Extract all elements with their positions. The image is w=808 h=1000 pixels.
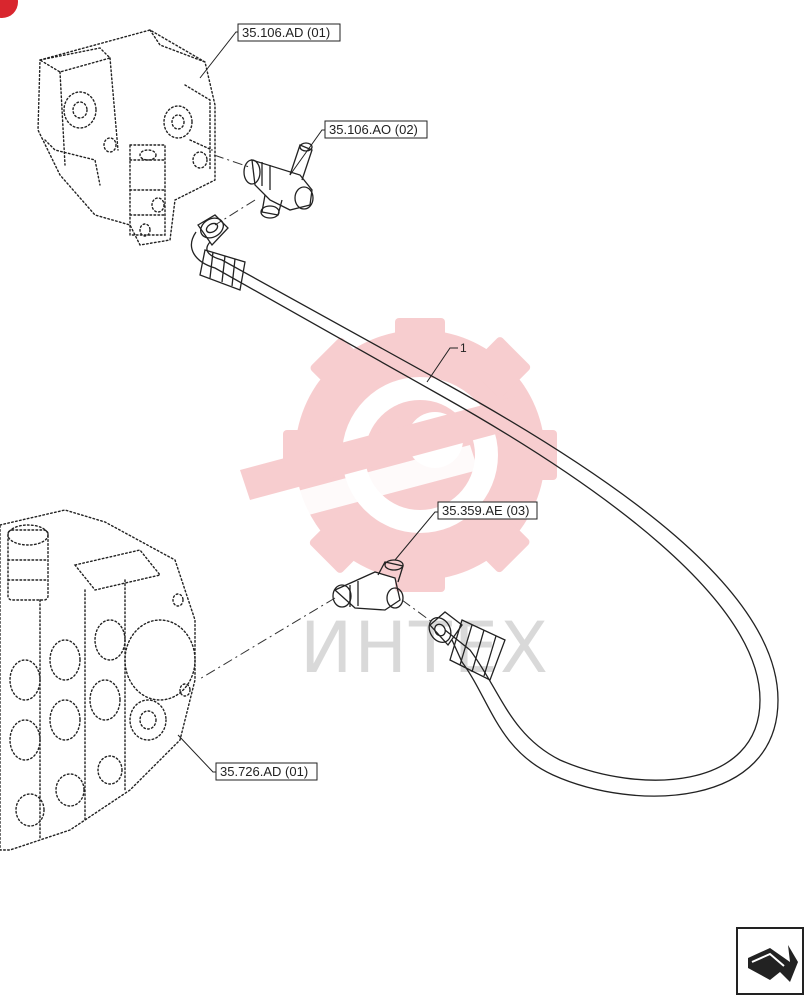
- corner-badge-icon: [0, 0, 18, 18]
- hydraulic-hose: [190, 214, 779, 797]
- return-arrow-icon[interactable]: [736, 927, 804, 995]
- callout-leader-valve: [177, 734, 216, 773]
- tee-fitting-middle: [332, 559, 404, 611]
- centerline-fitting-hose-bottom: [401, 599, 433, 623]
- callout-leader-fitting-top: [289, 129, 325, 176]
- callout-pump[interactable]: 35.106.AD (01): [242, 25, 330, 40]
- centerline-pump-fitting: [213, 154, 253, 169]
- hydraulic-pump: [37, 29, 216, 246]
- callout-leader-fitting-mid: [394, 511, 438, 561]
- callout-valve[interactable]: 35.726.AD (01): [220, 764, 308, 779]
- callout-box-fitting-top: [324, 120, 428, 139]
- callout-fitting-top[interactable]: 35.106.AO (02): [329, 122, 418, 137]
- watermark-text: ИНТЕХ: [300, 607, 550, 689]
- callout-box-valve: [215, 762, 318, 781]
- tee-fitting-top: [243, 142, 314, 219]
- centerline-valve-fitting: [197, 597, 336, 681]
- callout-fitting-mid[interactable]: 35.359.AE (03): [442, 503, 529, 518]
- item-number: 1: [460, 341, 467, 355]
- item-leader: [426, 347, 458, 383]
- callout-box-fitting-mid: [437, 501, 538, 520]
- watermark-logo: [240, 318, 557, 592]
- centerline-fitting-hose: [214, 199, 256, 226]
- control-valve: [0, 509, 196, 851]
- callout-box-pump: [237, 23, 341, 42]
- callout-leader-pump: [199, 31, 238, 79]
